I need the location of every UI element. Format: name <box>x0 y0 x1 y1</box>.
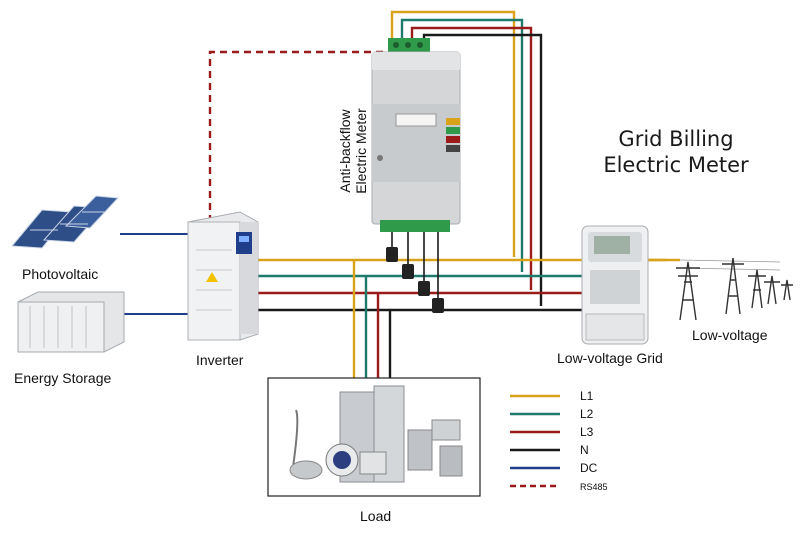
inverter-label: Inverter <box>196 352 244 368</box>
energy-storage-icon <box>17 291 125 353</box>
power-tower-icon <box>676 257 793 321</box>
anti-backflow-meter-title: Anti-backflow Electric Meter <box>337 96 369 206</box>
photovoltaic-label: Photovoltaic <box>22 266 99 282</box>
ct-clamp-n <box>432 298 444 313</box>
grid-billing-title-line2: Electric Meter <box>603 153 749 177</box>
ct-clamp-l3 <box>418 281 430 296</box>
grid-billing-meter-icon <box>581 225 649 345</box>
meter-top-l1 <box>390 10 516 257</box>
load-box <box>267 377 481 497</box>
anti-backflow-title-line2: Electric Meter <box>353 108 369 194</box>
ct-clamp-l1 <box>386 247 398 262</box>
energy-storage-label: Energy Storage <box>14 370 112 386</box>
solar-panel-icon <box>10 195 120 249</box>
meter-top-l2 <box>400 18 524 272</box>
low-voltage-grid-label: Low-voltage Grid <box>557 350 663 366</box>
load-label: Load <box>360 508 392 524</box>
rs485-line <box>208 50 395 222</box>
ct-clamp-l2 <box>402 264 414 279</box>
low-voltage-label: Low-voltage <box>692 327 768 343</box>
inverter-icon <box>187 211 259 341</box>
legend-label-l1: L1 <box>580 389 594 403</box>
legend-label-dc: DC <box>580 461 598 475</box>
meter-top-l3 <box>410 26 533 290</box>
grid-billing-title-line1: Grid Billing <box>618 127 734 151</box>
legend-label-l3: L3 <box>580 425 594 439</box>
legend-label-rs485: RS485 <box>580 482 608 492</box>
anti-backflow-meter-icon <box>371 38 461 232</box>
legend-label-n: N <box>580 443 589 457</box>
legend-label-l2: L2 <box>580 407 594 421</box>
grid-billing-meter-title: Grid Billing Electric Meter <box>596 126 756 178</box>
anti-backflow-title-line1: Anti-backflow <box>337 109 353 193</box>
